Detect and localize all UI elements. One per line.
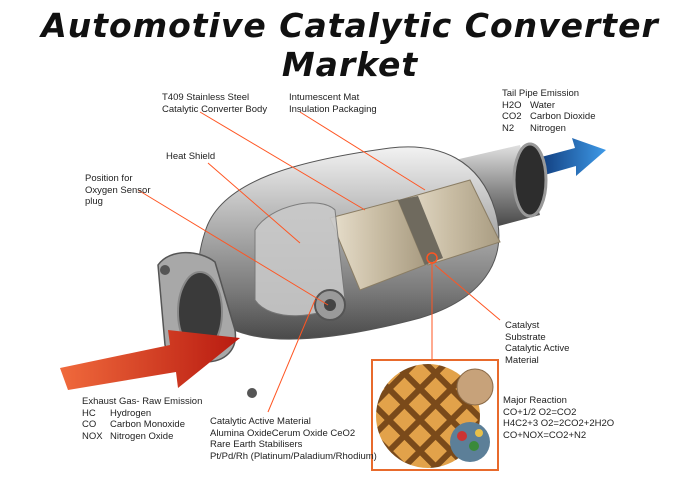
label-active-material: Catalytic Active Material Alumina OxideC… [210, 416, 377, 462]
catalyst-marker [426, 252, 438, 264]
page-title: Automotive Catalytic Converter Market [41, 6, 659, 84]
leader-lines [137, 111, 501, 413]
leader-sensor [137, 189, 329, 306]
washcoat-particle [456, 368, 494, 406]
metal-atom [475, 429, 483, 437]
metal-atom [457, 431, 467, 441]
label-reactions: Major Reaction CO+1/2 O2=CO2 H4C2+3 O2=2… [503, 395, 615, 441]
label-catalyst: Catalyst Substrate Catalytic Active Mate… [505, 320, 570, 366]
metal-atom [469, 441, 479, 451]
precious-metal-cluster [450, 422, 490, 462]
tailpipe-title: Tail Pipe Emission [502, 88, 580, 99]
intumescent-mat [398, 196, 443, 265]
outlet-flange [512, 142, 548, 218]
label-heat-shield: Heat Shield [166, 151, 216, 162]
oxygen-sensor-port [324, 299, 336, 311]
exhaust-title: Exhaust Gas- Raw Emission [82, 396, 203, 407]
label-sensor: Position for Oxygen Sensor plug [85, 173, 151, 207]
label-mat: Intumescent Mat Insulation Packaging [289, 92, 377, 115]
leader-body [199, 111, 366, 211]
label-body: T409 Stainless Steel Catalytic Converter… [162, 92, 268, 115]
leader-heat-shield [207, 162, 301, 244]
flange-bolt-hole [160, 265, 170, 275]
leader-catalyst [434, 264, 501, 321]
outlet-arrow [530, 138, 606, 178]
flange-bolt-hole [247, 388, 257, 398]
inlet-arrow [60, 330, 240, 390]
leader-active [267, 299, 316, 413]
leader-mat [299, 111, 426, 191]
